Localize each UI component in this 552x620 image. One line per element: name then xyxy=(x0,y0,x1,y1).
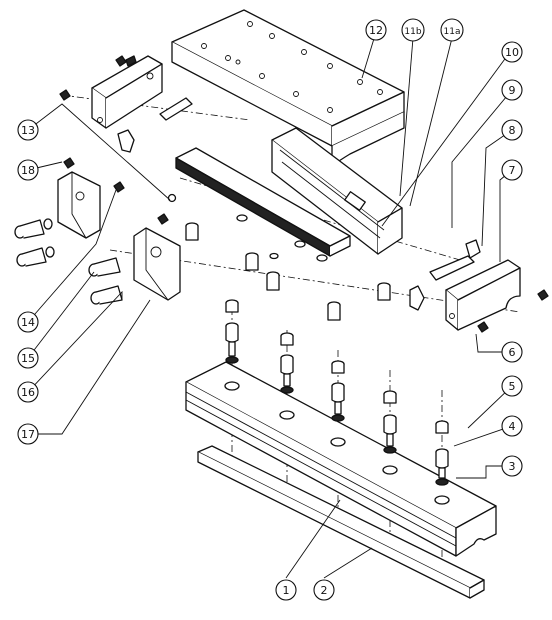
callout-label: 9 xyxy=(509,84,516,97)
carriage-plate xyxy=(171,9,405,167)
callout-18: 18 xyxy=(17,159,39,181)
callout-circle xyxy=(501,79,523,101)
callout-circle xyxy=(401,18,425,42)
left-wiper-block xyxy=(14,171,101,267)
callout-label: 2 xyxy=(321,584,328,597)
small-screws-left xyxy=(59,55,177,225)
callout-12: 12 xyxy=(365,19,387,41)
callout-label: 11b xyxy=(404,27,421,37)
callout-circle xyxy=(440,18,464,42)
callout-circle xyxy=(501,375,523,397)
rail-screw xyxy=(383,390,397,454)
callout-circle xyxy=(275,579,297,601)
callout-label: 14 xyxy=(21,316,35,329)
callout-3: 3 xyxy=(501,455,523,477)
callout-circle xyxy=(501,455,523,477)
guide-rail xyxy=(185,361,497,557)
callout-circle xyxy=(501,415,523,437)
callout-6: 6 xyxy=(501,341,523,363)
rail-screws xyxy=(225,299,449,486)
rail-screw xyxy=(225,299,239,364)
wiper-plate xyxy=(88,227,181,305)
callout-14: 14 xyxy=(17,311,39,333)
callout-8: 8 xyxy=(501,119,523,141)
callout-label: 1 xyxy=(283,584,290,597)
callout-label: 10 xyxy=(505,46,519,59)
callout-circle xyxy=(501,341,523,363)
callout-label: 18 xyxy=(21,164,35,177)
callout-4: 4 xyxy=(501,415,523,437)
carriage-screw xyxy=(327,301,341,321)
rail-screw xyxy=(435,420,449,486)
carriage-screw xyxy=(245,252,259,271)
seal-strip xyxy=(175,147,351,257)
callout-circle xyxy=(17,311,39,333)
callout-13: 13 xyxy=(17,119,39,141)
callout-11b: 11b xyxy=(401,18,425,42)
callout-16: 16 xyxy=(17,381,39,403)
left-end-bracket xyxy=(91,55,193,153)
callout-circle xyxy=(501,41,523,63)
right-end-bracket xyxy=(409,239,549,333)
callout-circle xyxy=(17,381,39,403)
callout-circle xyxy=(17,423,39,445)
callout-circle xyxy=(17,159,39,181)
callout-10: 10 xyxy=(501,41,523,63)
callout-1: 1 xyxy=(275,579,297,601)
rail-screw xyxy=(280,332,294,394)
callout-label: 8 xyxy=(509,124,516,137)
callout-label: 5 xyxy=(509,380,516,393)
slide-block xyxy=(271,127,403,255)
callout-label: 6 xyxy=(509,346,516,359)
callout-circle xyxy=(17,347,39,369)
base-rail xyxy=(197,445,485,599)
rail-screw xyxy=(331,360,345,422)
callout-label: 11a xyxy=(444,27,461,37)
callout-label: 13 xyxy=(21,124,35,137)
callout-9: 9 xyxy=(501,79,523,101)
callout-15: 15 xyxy=(17,347,39,369)
callout-label: 16 xyxy=(21,386,35,399)
callout-label: 4 xyxy=(509,420,516,433)
carriage-screws xyxy=(185,214,391,321)
carriage-screw xyxy=(185,222,199,241)
callout-circle xyxy=(365,19,387,41)
callout-11a: 11a xyxy=(440,18,464,42)
callout-circle xyxy=(501,159,523,181)
callout-5: 5 xyxy=(501,375,523,397)
callout-label: 3 xyxy=(509,460,516,473)
carriage-screw xyxy=(266,271,280,291)
callout-circle xyxy=(313,579,335,601)
callout-label: 7 xyxy=(509,164,516,177)
callout-2: 2 xyxy=(313,579,335,601)
callout-circle xyxy=(17,119,39,141)
callout-label: 12 xyxy=(369,24,383,37)
callout-label: 17 xyxy=(21,428,35,441)
callout-17: 17 xyxy=(17,423,39,445)
carriage-screw xyxy=(377,282,391,301)
callout-7: 7 xyxy=(501,159,523,181)
callout-label: 15 xyxy=(21,352,35,365)
callout-circle xyxy=(501,119,523,141)
